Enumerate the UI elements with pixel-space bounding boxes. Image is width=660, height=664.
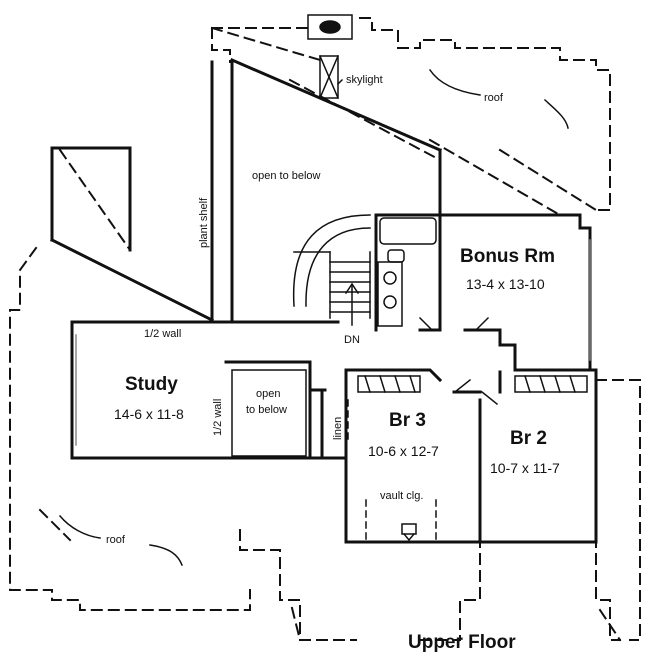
study-size: 14-6 x 11-8: [114, 406, 184, 422]
roof-outline: [9, 17, 641, 642]
roof-label-bottom: roof: [106, 534, 125, 546]
stairs-down-label: DN: [344, 334, 360, 346]
dashed-vault: [347, 399, 437, 541]
br3-name: Br 3: [389, 410, 426, 431]
walls: [49, 58, 598, 544]
linen-label: linen: [332, 416, 344, 440]
roof-label-top: roof: [484, 92, 503, 104]
skylight-shape: [319, 55, 339, 99]
br2-size: 10-7 x 11-7: [490, 460, 560, 476]
plant-shelf-label: plant shelf: [198, 197, 210, 248]
br2-name: Br 2: [510, 428, 547, 449]
study-name: Study: [125, 374, 178, 395]
skylight-label: skylight: [346, 74, 383, 86]
chimney: [307, 14, 353, 40]
open-to-below-upper: open to below: [252, 170, 321, 182]
half-wall-label-side: 1/2 wall: [212, 398, 224, 436]
floor-title: Upper Floor: [408, 632, 516, 653]
br3-size: 10-6 x 12-7: [368, 443, 439, 459]
bonus-room-size: 13-4 x 13-10: [466, 276, 545, 292]
vault-ceiling-label: vault clg.: [380, 490, 424, 502]
to-below-label: to below: [246, 404, 287, 416]
half-wall-label-top: 1/2 wall: [144, 328, 182, 340]
bonus-room-name: Bonus Rm: [460, 246, 555, 267]
open-label: open: [256, 388, 281, 400]
